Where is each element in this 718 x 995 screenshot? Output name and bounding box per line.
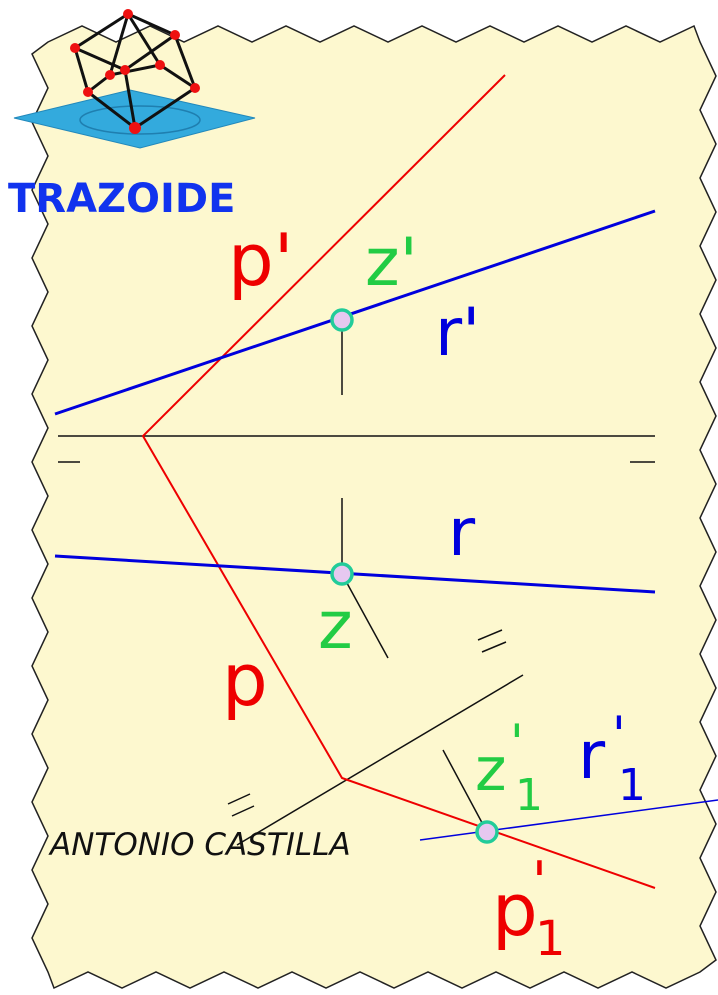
reference-lines bbox=[227, 320, 524, 846]
line-r bbox=[54, 554, 656, 594]
label-p1-prime-sub: 1 bbox=[535, 911, 566, 967]
label-r-prime: r' bbox=[435, 294, 480, 371]
point-z-prime bbox=[330, 308, 354, 332]
label-p1-prime-base: p bbox=[492, 868, 538, 952]
label-p1-prime-mark: ' bbox=[532, 850, 547, 913]
label-r: r bbox=[448, 494, 476, 571]
paper-background bbox=[31, 24, 717, 990]
label-z-prime: z' bbox=[365, 224, 418, 301]
label-r1-prime-base: r bbox=[578, 717, 606, 794]
label-r1-prime-sub: 1 bbox=[618, 760, 646, 811]
label-r1-prime-mark: ' bbox=[612, 706, 626, 764]
label-p: p bbox=[222, 638, 268, 722]
label-z1-prime-sub: 1 bbox=[515, 770, 543, 821]
line-r1-prime bbox=[419, 799, 718, 841]
label-z1-prime-mark: ' bbox=[510, 714, 524, 772]
line-r-prime bbox=[54, 209, 656, 416]
point-z1-prime bbox=[475, 820, 499, 844]
label-z1-prime-base: z bbox=[475, 735, 507, 805]
point-z bbox=[330, 562, 354, 586]
logo-cube-icon bbox=[13, 9, 256, 149]
label-z: z bbox=[318, 587, 353, 664]
logo-text: TRAZOIDE bbox=[8, 176, 235, 222]
label-p-prime: p' bbox=[228, 218, 294, 302]
author-signature: ANTONIO CASTILLA bbox=[48, 827, 351, 863]
ground-line bbox=[58, 435, 655, 463]
